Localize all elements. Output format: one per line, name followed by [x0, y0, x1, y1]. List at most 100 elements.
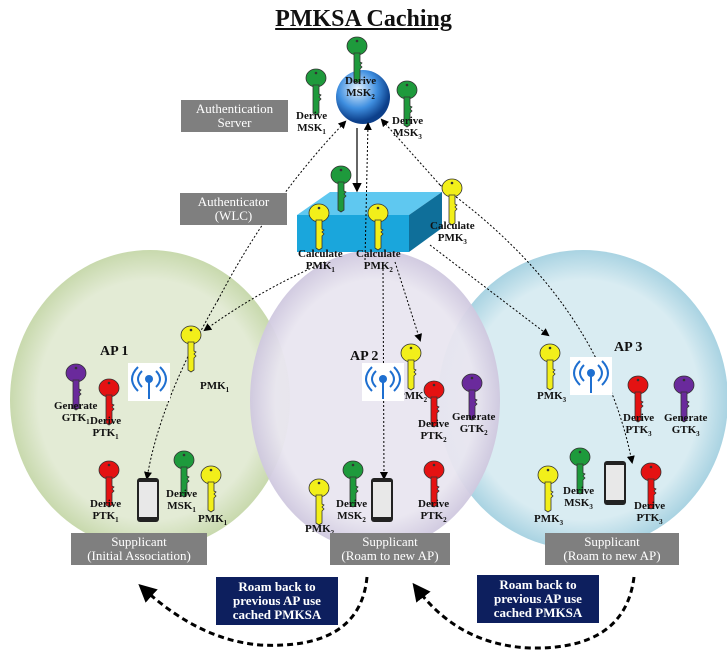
- sup3-msk-label-line: Derive: [563, 485, 595, 497]
- ap2-ptk-key-icon: [423, 380, 445, 428]
- supplicant1-label-line2: (Initial Association): [87, 548, 191, 563]
- authenticator-label: Authenticator (WLC): [180, 193, 287, 225]
- sup3-ptk-label-line: Derive: [634, 500, 666, 512]
- derive-msk3-label-line: Derive: [392, 115, 424, 127]
- derive-msk1-label-line: Derive: [296, 110, 328, 122]
- ap2-gtk-key-icon: [461, 373, 483, 421]
- supplicant-phone-icon-2: [371, 478, 393, 522]
- authenticator-label-line1: Authenticator: [197, 194, 270, 209]
- sup3-msk-label-line: MSK3: [564, 497, 593, 512]
- arrow-wlc-to-ap3: [429, 244, 550, 337]
- roam-note-1-line1: Roam back to: [238, 579, 316, 594]
- sup3-ptk-key-icon: [640, 462, 662, 510]
- sup3-ptk-label-line: PTK3: [636, 512, 663, 527]
- pmk2-key-icon: [367, 203, 389, 251]
- sup1-msk-label-line: Derive: [166, 488, 198, 500]
- sup2-ptk-key-icon: [423, 460, 445, 508]
- sup3-pmk-label: PMK3: [534, 513, 563, 529]
- ap3-pmk-label: PMK3: [537, 390, 566, 406]
- derive-msk2-label-line: Derive: [345, 75, 377, 87]
- arrow-wlc-to-ap2: [394, 261, 422, 342]
- sup1-msk-label-line: MSK1: [167, 500, 196, 515]
- roam-back-arrow-1: [138, 576, 369, 647]
- pmk1-key-icon: [308, 203, 330, 251]
- sup2-ptk-label-line: Derive: [418, 498, 450, 510]
- authenticator-label-line2: (WLC): [214, 208, 253, 223]
- ap1-name: AP 1: [100, 344, 129, 359]
- sup1-pmk-label-line: PMK1: [198, 513, 228, 528]
- derive-msk1-label-line: MSK1: [297, 122, 326, 137]
- calculate-pmk2-label-line: Calculate: [356, 248, 401, 260]
- authentication-server-icon: [336, 70, 390, 124]
- sup2-msk-label-line: MSK2: [337, 510, 366, 525]
- arrow-pmk2-to-server: [363, 122, 372, 261]
- calculate-pmk1-label-line: Calculate: [298, 248, 343, 260]
- calculate-pmk3-label-line: Calculate: [430, 220, 475, 232]
- ap3-pmk-key-icon: [539, 343, 561, 391]
- supplicant1-label: Supplicant (Initial Association): [71, 533, 207, 565]
- auth-server-label: Authentication Server: [181, 100, 288, 132]
- ap1-gtk-key-icon: [65, 363, 87, 411]
- ap3-ptk-label-line: Derive: [623, 412, 655, 424]
- supplicant2-label-line2: (Roam to new AP): [341, 548, 439, 563]
- msk3-key-icon: [396, 80, 418, 128]
- ap1-ptk-label-line: PTK1: [92, 427, 119, 442]
- auth-server-label-line2: Server: [217, 115, 252, 130]
- sup1-ptk-key-icon: [98, 460, 120, 508]
- supplicant3-label-line2: (Roam to new AP): [563, 548, 661, 563]
- ap1-pmk-label: PMK1: [200, 380, 229, 396]
- ap2-ptk-label-line: Derive: [418, 418, 450, 430]
- ap3-name: AP 3: [614, 340, 643, 355]
- derive-msk2-label-line: MSK2: [346, 87, 375, 102]
- ap2-pmk-key-icon: [400, 343, 422, 391]
- arrow-wlc-to-ap1: [203, 261, 326, 332]
- ap3-ptk-key-icon: [627, 375, 649, 423]
- roam-note-2-line1: Roam back to: [499, 577, 577, 592]
- supplicant1-label-line1: Supplicant: [111, 534, 167, 549]
- ap2-name: AP 2: [350, 349, 379, 364]
- supplicant2-label: Supplicant (Roam to new AP): [330, 533, 450, 565]
- ap3-ptk-label-line: PTK3: [625, 424, 652, 439]
- ap1-ptk-key-icon: [98, 378, 120, 426]
- calculate-pmk3-label-line: PMK3: [437, 232, 467, 247]
- sup1-ptk-label-line: Derive: [90, 498, 122, 510]
- msk1-key-icon: [305, 68, 327, 116]
- ap2-pmk-label: PMK2: [398, 390, 427, 406]
- roam-back-arrow-2: [412, 576, 636, 650]
- supplicant3-label: Supplicant (Roam to new AP): [545, 533, 679, 565]
- calculate-pmk2-label-line: PMK2: [363, 260, 393, 275]
- roam-note-1-line3: cached PMKSA: [232, 607, 322, 622]
- ap2-ptk-label-line: PTK2: [420, 430, 447, 445]
- wlc-msk-key-icon: [330, 165, 352, 213]
- sup1-pmk-label: PMK1: [198, 513, 227, 529]
- auth-server-label-line1: Authentication: [195, 101, 274, 116]
- sup3-msk-key-icon: [569, 447, 591, 495]
- ap1-gtk-label-line: Generate: [54, 400, 98, 412]
- sup1-msk-key-icon: [173, 450, 195, 498]
- sup2-msk-label-line: Derive: [336, 498, 368, 510]
- roam-note-1: Roam back to previous AP use cached PMKS…: [216, 577, 338, 625]
- ap1-ptk-label-line: Derive: [90, 415, 122, 427]
- roam-note-2: Roam back to previous AP use cached PMKS…: [477, 575, 599, 623]
- pmk3-key-icon: [441, 178, 463, 226]
- derive-msk3-label-line: MSK3: [393, 127, 422, 142]
- ap3-gtk-label-line: Generate: [664, 412, 708, 424]
- roam-note-1-line2: previous AP use: [233, 593, 321, 608]
- arrow-to-supplicant2: [379, 264, 388, 480]
- supplicant3-label-line1: Supplicant: [584, 534, 640, 549]
- ap2-wifi-icon: [362, 363, 404, 401]
